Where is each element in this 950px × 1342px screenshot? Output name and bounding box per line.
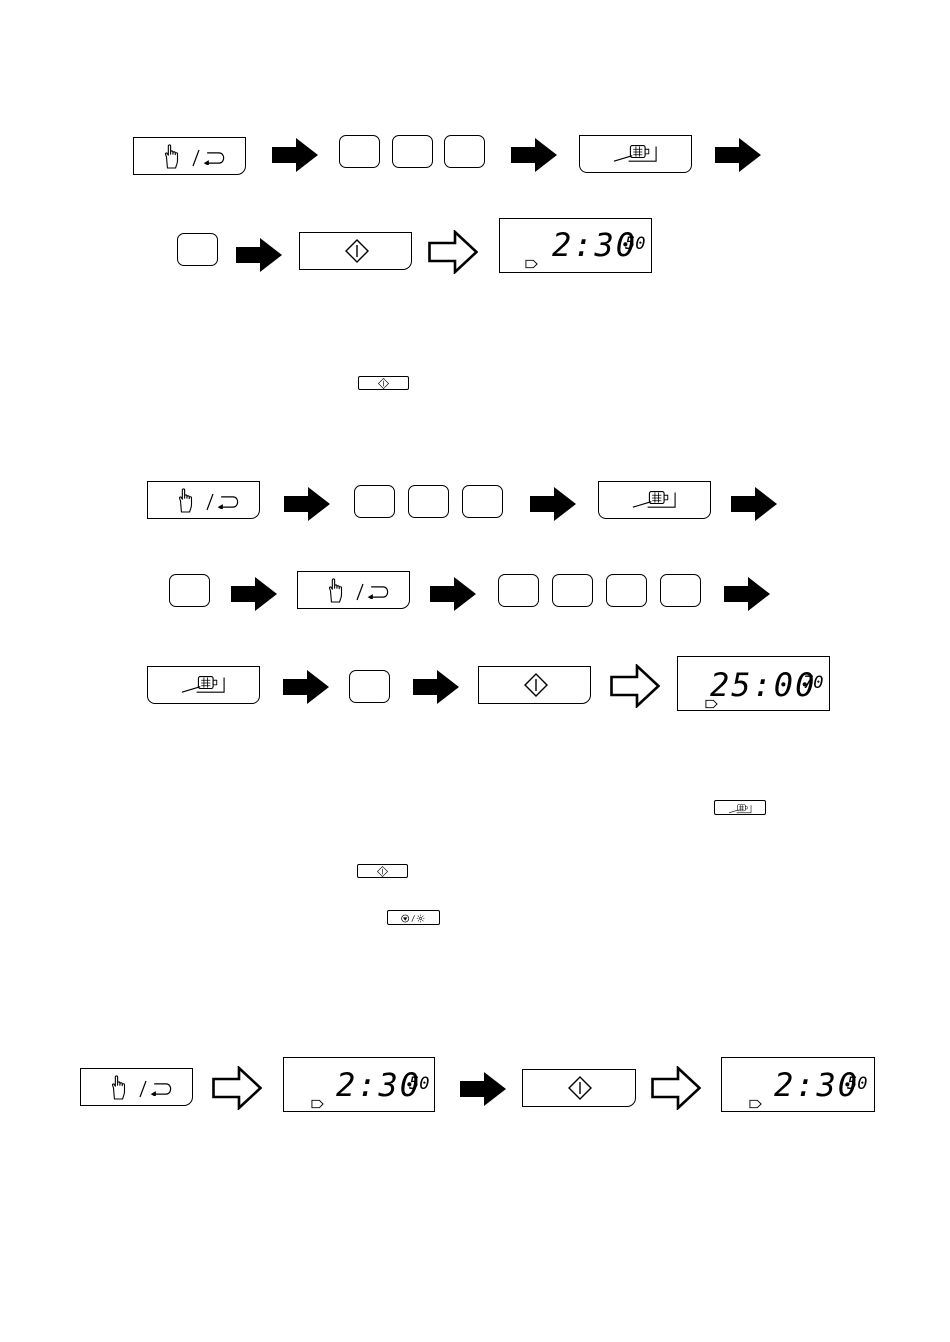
display-power-level: 50 — [847, 1076, 867, 1093]
lcd-display: 2:30 50 — [721, 1057, 875, 1112]
display-power-level: 50 — [409, 1076, 429, 1093]
start-diamond-icon — [378, 378, 389, 389]
return-arrow-icon — [149, 1082, 173, 1096]
filled-arrow-icon — [715, 138, 761, 172]
digit-key[interactable] — [177, 233, 218, 266]
slash-separator-icon — [138, 1080, 148, 1098]
filled-arrow-icon — [283, 670, 329, 704]
start-key[interactable] — [522, 1069, 636, 1107]
start-key[interactable] — [478, 666, 591, 704]
slash-separator-icon — [355, 583, 365, 601]
hand-pointer-icon — [108, 1074, 130, 1102]
filled-arrow-icon — [731, 487, 777, 521]
outline-arrow-icon — [610, 664, 660, 708]
digit-key[interactable] — [498, 574, 539, 607]
digit-key[interactable] — [354, 485, 395, 518]
door-indicator-icon — [749, 1099, 762, 1109]
door-indicator-icon — [311, 1099, 324, 1109]
slash-separator-icon — [205, 493, 215, 511]
display-power-level: 70 — [803, 675, 823, 692]
filled-arrow-icon — [284, 487, 330, 521]
filled-arrow-icon — [231, 577, 277, 611]
outline-arrow-icon — [428, 230, 478, 274]
digit-key[interactable] — [408, 485, 449, 518]
filled-arrow-icon — [236, 238, 282, 272]
power-level-icon — [631, 487, 677, 509]
inline-power-level-key-icon — [714, 800, 766, 815]
slash-separator-icon — [191, 149, 201, 167]
manual-cook-key[interactable] — [133, 137, 246, 175]
digit-key[interactable] — [462, 485, 503, 518]
power-level-icon — [180, 672, 226, 694]
filled-arrow-icon — [413, 670, 459, 704]
digit-key[interactable] — [392, 135, 433, 168]
filled-arrow-icon — [430, 577, 476, 611]
outline-arrow-icon — [212, 1066, 262, 1110]
digit-key[interactable] — [660, 574, 701, 607]
power-level-icon — [612, 141, 658, 163]
start-diamond-icon — [568, 1076, 592, 1100]
filled-arrow-icon — [530, 487, 576, 521]
digit-key[interactable] — [349, 670, 390, 703]
digit-key[interactable] — [169, 574, 210, 607]
lcd-display: 25:00 70 — [677, 656, 830, 711]
start-diamond-icon — [524, 673, 548, 697]
return-arrow-icon — [216, 495, 240, 509]
door-indicator-icon — [705, 699, 718, 709]
filled-arrow-icon — [724, 577, 770, 611]
filled-arrow-icon — [511, 138, 557, 172]
return-arrow-icon — [366, 585, 390, 599]
filled-arrow-icon — [272, 138, 318, 172]
filled-arrow-icon — [460, 1072, 506, 1106]
digit-key[interactable] — [444, 135, 485, 168]
manual-cook-key[interactable] — [80, 1068, 193, 1106]
inline-start-key-icon — [357, 864, 408, 878]
outline-arrow-icon — [651, 1066, 701, 1110]
power-level-key[interactable] — [598, 481, 711, 519]
hand-pointer-icon — [161, 143, 183, 171]
power-level-key[interactable] — [147, 666, 260, 704]
digit-key[interactable] — [606, 574, 647, 607]
lcd-display: 2:30 50 — [283, 1057, 435, 1112]
power-level-key[interactable] — [579, 135, 692, 173]
start-diamond-icon — [377, 866, 388, 877]
start-diamond-icon — [345, 239, 369, 263]
power-level-icon — [728, 802, 752, 814]
digit-key[interactable] — [552, 574, 593, 607]
inline-start-key-icon — [358, 376, 409, 390]
hand-pointer-icon — [175, 487, 197, 515]
display-time: 25:00 — [710, 669, 816, 701]
display-power-level: 50 — [625, 236, 645, 253]
stop-clear-icon — [397, 913, 431, 924]
door-indicator-icon — [525, 259, 538, 269]
manual-cook-key[interactable] — [297, 571, 410, 609]
inline-stop-clear-key-icon — [387, 910, 440, 925]
start-key[interactable] — [299, 232, 412, 270]
manual-cook-key[interactable] — [147, 481, 260, 519]
return-arrow-icon — [202, 151, 226, 165]
lcd-display: 2:30 50 — [499, 218, 652, 273]
digit-key[interactable] — [339, 135, 380, 168]
hand-pointer-icon — [325, 577, 347, 605]
